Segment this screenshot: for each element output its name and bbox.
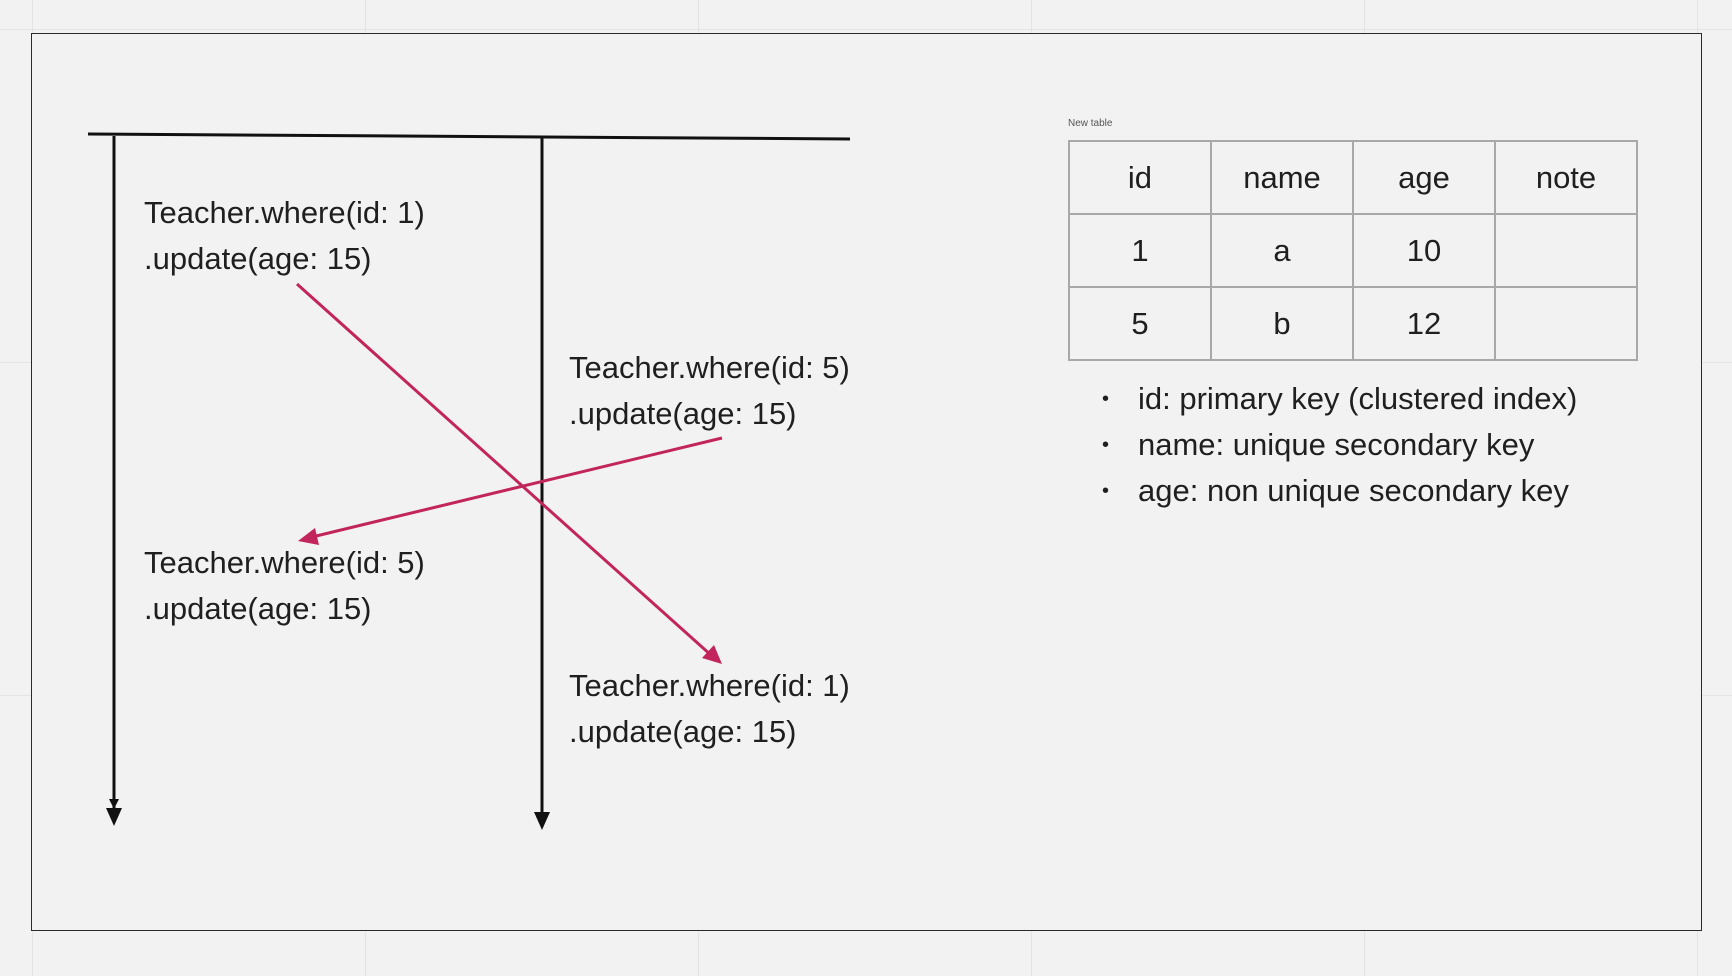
red-arrow-1-to-1 [295,282,714,658]
red-arrow-1-to-1-head [702,645,722,664]
code-block-t2-update-id1: Teacher.where(id: 1) .update(age: 15) [569,663,850,755]
code-line: .update(age: 15) [144,241,372,276]
code-line: .update(age: 15) [569,714,797,749]
table-cell: 5 [1068,286,1212,361]
table-cell: b [1210,286,1354,361]
red-arrow-5-to-5-head [298,528,319,545]
red-arrow-5-to-5 [311,436,723,539]
key-notes-list: id: primary key (clustered index) name: … [1100,376,1577,514]
table-cell: 1 [1068,213,1212,288]
code-block-t1-update-id1: Teacher.where(id: 1) .update(age: 15) [144,190,425,282]
table-row: 5 b 12 [1068,286,1638,361]
code-line: Teacher.where(id: 5) [144,545,425,580]
table-cell [1494,286,1638,361]
code-line: Teacher.where(id: 1) [569,668,850,703]
code-block-t1-update-id5: Teacher.where(id: 5) .update(age: 15) [144,540,425,632]
code-block-t2-update-id5: Teacher.where(id: 5) .update(age: 15) [569,345,850,437]
note-primary-key: id: primary key (clustered index) [1100,376,1577,422]
table-cell: a [1210,213,1354,288]
table-header-cell: age [1352,140,1496,215]
table-header-cell: name [1210,140,1354,215]
timeline-1-arrowhead [106,808,122,826]
note-non-unique-secondary-key: age: non unique secondary key [1100,468,1577,514]
code-line: Teacher.where(id: 1) [144,195,425,230]
table-cell [1494,213,1638,288]
table-header-cell: note [1494,140,1638,215]
table-cell: 12 [1352,286,1496,361]
table-header-cell: id [1068,140,1212,215]
table-caption: New table [1068,118,1113,129]
note-unique-secondary-key: name: unique secondary key [1100,422,1577,468]
code-line: .update(age: 15) [144,591,372,626]
table-cell: 10 [1352,213,1496,288]
timeline-2-arrowhead [534,812,550,830]
teacher-table: id name age note 1 a 10 5 b 12 [1068,140,1638,361]
code-line: .update(age: 15) [569,396,797,431]
table-header-row: id name age note [1068,140,1638,215]
code-line: Teacher.where(id: 5) [569,350,850,385]
timeline-top-bar [87,132,851,141]
table-row: 1 a 10 [1068,213,1638,288]
